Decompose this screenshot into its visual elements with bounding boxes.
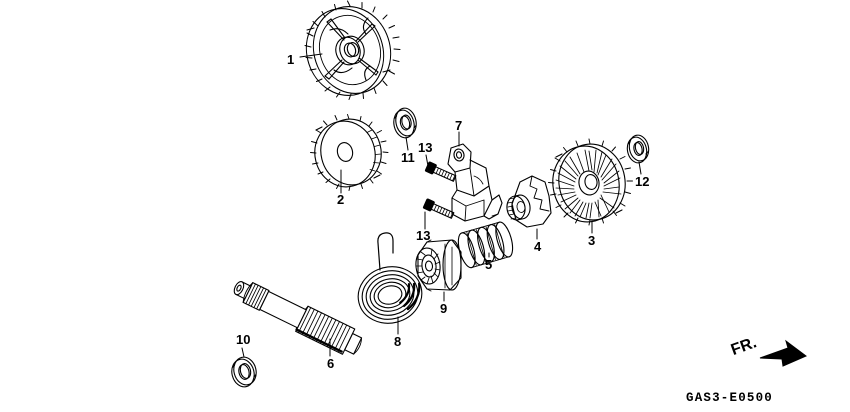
callout-9: 9 — [440, 301, 448, 316]
part-12-washer — [626, 134, 650, 164]
callout-11: 11 — [401, 150, 415, 165]
part-5-ratchet-spring — [457, 221, 514, 269]
part-1-spoked-gear — [304, 0, 401, 100]
callout-1: 1 — [287, 52, 295, 67]
callout-6: 6 — [327, 356, 335, 371]
callout-10: 10 — [236, 332, 251, 347]
part-7-stopper-bracket — [447, 143, 503, 222]
part-11-washer — [393, 107, 417, 139]
part-2-idle-gear — [310, 114, 389, 191]
part-6-spindle — [233, 281, 363, 355]
callout-5: 5 — [485, 257, 493, 272]
part-8-return-spring — [357, 232, 423, 324]
callout-3: 3 — [588, 233, 596, 248]
callout-8: 8 — [394, 334, 402, 349]
front-direction-arrow — [759, 339, 807, 367]
part-4-ratchet-cam — [506, 175, 552, 228]
part-13-bolt-upper — [424, 161, 457, 182]
callout-12: 12 — [635, 174, 650, 189]
part-10-washer — [231, 356, 257, 388]
diagram-id-code: GAS3-E0500 — [686, 391, 774, 405]
callout-4: 4 — [534, 239, 542, 254]
callout-2: 2 — [337, 192, 345, 207]
callout-13-lower: 13 — [416, 228, 431, 243]
part-3-finned-gear — [548, 138, 633, 226]
part-9-ratchet — [415, 239, 462, 292]
callout-7: 7 — [455, 118, 463, 133]
callout-13-upper: 13 — [418, 140, 433, 155]
part-13-bolt-lower — [422, 198, 455, 219]
